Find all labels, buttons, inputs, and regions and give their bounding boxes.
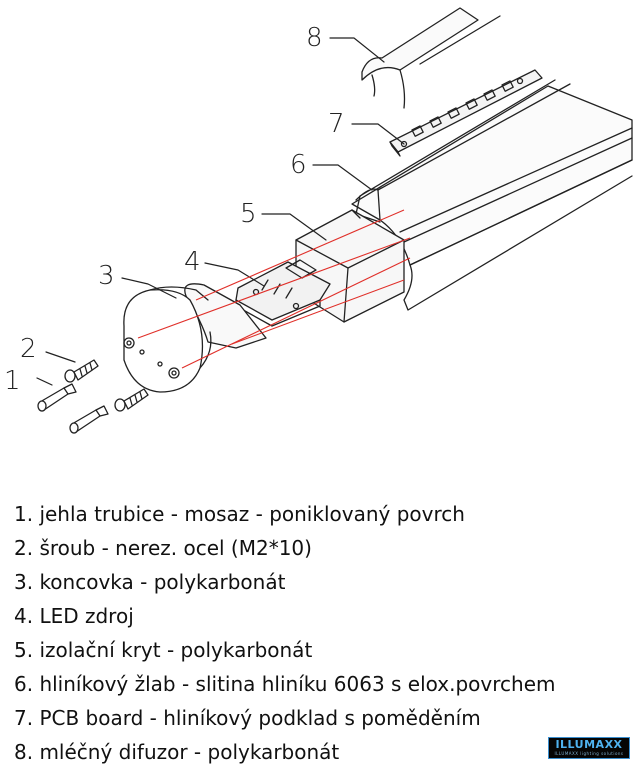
callout-4: 4: [184, 247, 201, 277]
part-screws: [64, 359, 149, 412]
brand-logo-text: ILLUMAXX: [555, 738, 623, 751]
brand-logo: ILLUMAXX ILLUMAXX lighting solutions: [548, 737, 630, 759]
callout-2: 2: [20, 334, 37, 364]
part-end-cap: [123, 283, 267, 393]
callout-8: 8: [306, 23, 323, 53]
part-pcb-board: [389, 69, 543, 157]
brand-logo-tagline: ILLUMAXX lighting solutions: [554, 751, 624, 756]
legend-item-5: 5. izolační kryt - polykarbonát: [14, 638, 313, 662]
callout-5: 5: [240, 199, 257, 229]
legend-item-6: 6. hliníkový žlab - slitina hliníku 6063…: [14, 672, 556, 696]
callout-3: 3: [98, 261, 115, 291]
callout-7: 7: [328, 109, 345, 139]
callout-1: 1: [4, 366, 21, 396]
legend-item-2: 2. šroub - nerez. ocel (M2*10): [14, 536, 312, 560]
legend-item-7: 7. PCB board - hliníkový podklad s poměd…: [14, 706, 481, 730]
legend-item-8: 8. mléčný difuzor - polykarbonát: [14, 740, 340, 764]
part-diffuser: [361, 7, 501, 109]
legend-item-1: 1. jehla trubice - mosaz - poniklovaný p…: [14, 502, 465, 526]
part-aluminium-channel: [351, 79, 633, 311]
legend-item-3: 3. koncovka - polykarbonát: [14, 570, 286, 594]
part-led-driver: [235, 259, 331, 327]
legend-item-4: 4. LED zdroj: [14, 604, 134, 628]
part-pins: [37, 383, 109, 434]
alignment-lines: [137, 209, 411, 369]
callout-6: 6: [290, 150, 307, 180]
callout-numbers: 1 2 3 4 5 6 7 8: [4, 23, 345, 396]
callout-leaders: [36, 37, 405, 386]
parts-legend: 1. jehla trubice - mosaz - poniklovaný p…: [14, 497, 556, 769]
exploded-diagram: 1 2 3 4 5 6 7 8: [4, 7, 633, 434]
